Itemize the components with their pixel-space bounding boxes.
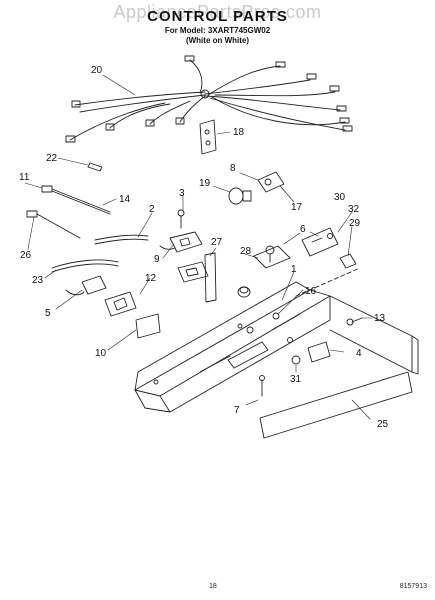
socket-part-17 <box>257 171 285 193</box>
callout-5: 5 <box>45 308 51 319</box>
strip-part-27 <box>204 252 217 303</box>
callout-31: 31 <box>290 374 302 385</box>
callout-32: 32 <box>348 204 360 215</box>
model-line: For Model: 3XART745GW02 <box>164 26 271 35</box>
callout-27: 27 <box>211 237 223 248</box>
callout-4: 4 <box>356 348 362 359</box>
callout-17: 17 <box>291 202 303 213</box>
tube-part-23 <box>51 259 119 273</box>
control-part-9 <box>159 231 203 253</box>
callout-13: 13 <box>374 313 386 324</box>
callout-7: 7 <box>234 405 240 416</box>
callout-8: 8 <box>230 163 236 174</box>
callout-12: 12 <box>145 273 157 284</box>
screw-part-7 <box>259 375 265 397</box>
clip-part-29 <box>339 253 357 269</box>
bulb-part-19 <box>228 187 252 205</box>
callout-3: 3 <box>179 188 185 199</box>
watermark: AppliancePartsPros.com <box>113 2 322 22</box>
callout-14: 14 <box>119 194 131 205</box>
control-housing-part-1 <box>134 281 331 413</box>
callout-11: 11 <box>19 172 30 183</box>
color-line: (White on White) <box>185 36 250 45</box>
part-16 <box>272 312 280 320</box>
control-part-center <box>177 261 209 283</box>
leader-lines <box>24 74 373 420</box>
callout-19: 19 <box>199 178 211 189</box>
knob-part-28 <box>237 286 251 298</box>
screw-part-13 <box>346 317 363 326</box>
callout-26: 26 <box>20 250 32 261</box>
bracket-part-4 <box>307 341 331 363</box>
callout-9: 9 <box>154 254 160 265</box>
callout-28: 28 <box>240 246 252 257</box>
connector-part-22 <box>87 162 103 172</box>
callout-25: 25 <box>377 419 389 430</box>
screw-part-32 <box>327 233 333 239</box>
holder-part-31 <box>291 355 301 365</box>
callout-30: 30 <box>334 192 346 203</box>
callout-23: 23 <box>32 275 44 286</box>
callout-6: 6 <box>300 224 306 235</box>
panel-part-25 <box>259 371 413 439</box>
label-part-10 <box>135 313 161 339</box>
page-title: CONTROL PARTS <box>147 8 288 25</box>
thermostat-part-6 <box>253 245 291 269</box>
callout-20: 20 <box>91 65 103 76</box>
console-part <box>329 295 419 375</box>
sensor-part-26 <box>26 210 81 239</box>
bracket-part-18 <box>199 119 217 155</box>
page-number: 18 <box>209 583 217 590</box>
callout-10: 10 <box>95 348 107 359</box>
sensor-part-11 <box>41 185 111 215</box>
callout-2: 2 <box>149 204 155 215</box>
switch-part-12 <box>104 291 137 317</box>
callout-29: 29 <box>349 218 361 229</box>
callout-1: 1 <box>291 264 297 275</box>
callout-16: 16 <box>305 286 317 297</box>
switch-part-5 <box>65 275 107 296</box>
model-info: For Model: 3XART745GW02 (White on White) <box>0 26 435 46</box>
tube-part-2 <box>94 234 149 245</box>
callout-22: 22 <box>46 153 58 164</box>
callout-18: 18 <box>233 127 245 138</box>
screw-part-3 <box>177 209 185 229</box>
document-number: 8157913 <box>399 583 427 590</box>
bracket-part-30 <box>301 227 339 257</box>
wire-harness-part <box>65 55 353 143</box>
